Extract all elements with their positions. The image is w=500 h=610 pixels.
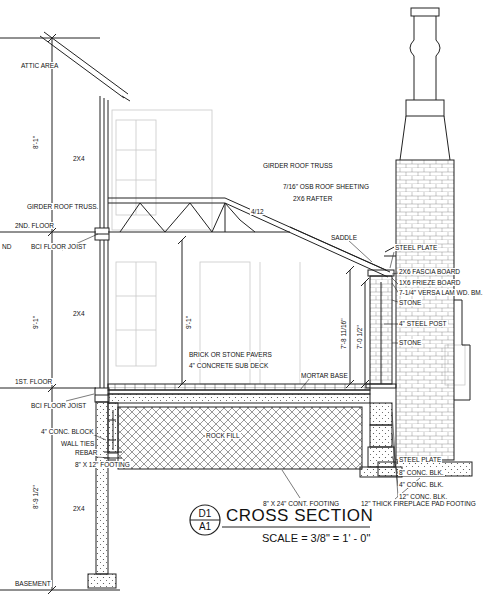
drawing-label: 7-1/4" VERSA LAM WD. BM. bbox=[398, 289, 484, 296]
drawing-label: 7'-8 11/16" bbox=[340, 317, 347, 350]
drawing-label: BASEMENT bbox=[14, 580, 52, 587]
drawing-label: 4" CONCRETE SUB DECK bbox=[188, 362, 269, 369]
drawing-label: 7/16" OSB ROOF SHEETING bbox=[282, 183, 370, 190]
drawing-label: REBAR bbox=[74, 449, 98, 456]
drawing-label: STEEL PLATE bbox=[394, 244, 438, 251]
drawing-label: BRICK OR STONE PAVERS bbox=[188, 351, 273, 358]
scale-note: SCALE = 3/8" = 1' - 0" bbox=[262, 532, 370, 544]
drawing-label: 4" CONC. BLOCK bbox=[40, 428, 95, 435]
drawing-label: 2X6 RAFTER bbox=[292, 195, 333, 202]
drawing-label: 8" CONC. BLK. bbox=[398, 469, 445, 476]
drawing-label: ATTIC AREA bbox=[20, 62, 59, 69]
drawing-label: 12" THICK FIREPLACE PAD FOOTING bbox=[360, 500, 477, 507]
symbol-text: D1 bbox=[199, 509, 212, 519]
drawing-label: 2ND. FLOOR bbox=[14, 222, 55, 229]
drawing-label: ND bbox=[1, 243, 12, 250]
drawing-label: ROCK FILL bbox=[205, 432, 241, 439]
drawing-label: 2X4 bbox=[72, 155, 86, 162]
drawing-label: MORTAR BASE bbox=[300, 372, 349, 379]
drawing-label: STEEL PLATE bbox=[398, 456, 442, 463]
drawing-label: BCI FLOOR JOIST bbox=[30, 243, 87, 250]
drawing-label: STONE bbox=[398, 299, 422, 306]
drawing-label: SADDLE bbox=[330, 234, 358, 241]
drawing-label: 2X6 FASCIA BOARD bbox=[398, 268, 461, 275]
drawing-label: GIRDER ROOF TRUSS. bbox=[26, 203, 99, 210]
section-symbol: D1A1 bbox=[189, 504, 221, 536]
drawing-label: 9'-1" bbox=[32, 315, 39, 330]
drawing-label: 8'-1" bbox=[32, 135, 39, 150]
drawing-label: 8'-9 1/2" bbox=[32, 484, 39, 510]
drawing-label: 7'-0 1/2" bbox=[356, 324, 363, 350]
drawing-label: 9'-1" bbox=[185, 315, 192, 330]
drawing-label: GIRDER ROOF TRUSS bbox=[262, 162, 334, 169]
drawing-label: 8" X 12" FOOTING bbox=[74, 461, 131, 468]
drawing-label: WALL TIES bbox=[60, 440, 95, 447]
symbol-text: A1 bbox=[199, 522, 211, 532]
drawing-label: 4/12 bbox=[250, 208, 265, 215]
drawing-label: STONE bbox=[398, 339, 422, 346]
drawing-label: 4" CONC. BLK. bbox=[398, 481, 445, 488]
drawing-label: 2X4 bbox=[72, 310, 86, 317]
drawing-label: 1X6 FRIEZE BOARD bbox=[398, 279, 461, 286]
drawing-label: 4" STEEL POST bbox=[398, 320, 448, 327]
drawing-label: 1ST. FLOOR bbox=[14, 378, 53, 385]
drawing-label: BCI FLOOR JOIST bbox=[30, 402, 87, 409]
drawing-title: CROSS SECTION bbox=[226, 506, 373, 526]
drawing-label: 2X4 bbox=[72, 505, 86, 512]
